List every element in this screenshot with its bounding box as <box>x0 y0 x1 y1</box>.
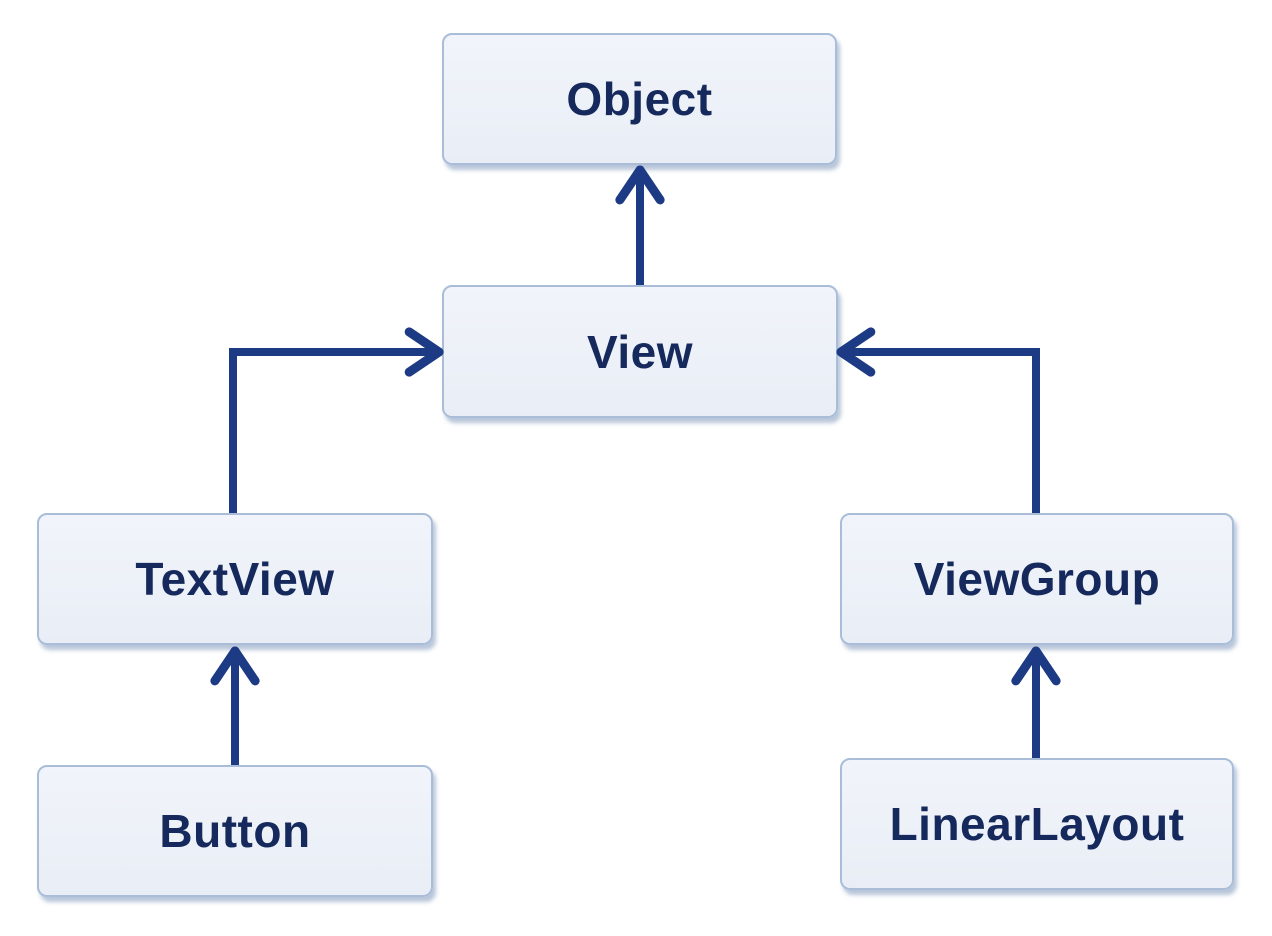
edge-viewgroup-to-view <box>836 327 1040 513</box>
edge-linearlayout-to-viewgroup <box>1011 646 1061 758</box>
node-object: Object <box>442 33 837 165</box>
node-button: Button <box>37 765 433 897</box>
edge-view-to-object <box>615 165 665 285</box>
node-viewgroup-label: ViewGroup <box>913 553 1161 605</box>
node-linearlayout-label: LinearLayout <box>889 798 1185 850</box>
node-button-label: Button <box>159 805 311 857</box>
node-linearlayout: LinearLayout <box>840 758 1234 890</box>
edge-button-to-textview <box>210 646 260 765</box>
node-view: View <box>442 285 838 418</box>
node-textview-label: TextView <box>135 553 335 605</box>
node-viewgroup: ViewGroup <box>840 513 1234 645</box>
node-view-label: View <box>587 325 693 378</box>
edge-textview-to-view <box>229 327 444 513</box>
node-textview: TextView <box>37 513 433 645</box>
node-object-label: Object <box>566 73 713 125</box>
